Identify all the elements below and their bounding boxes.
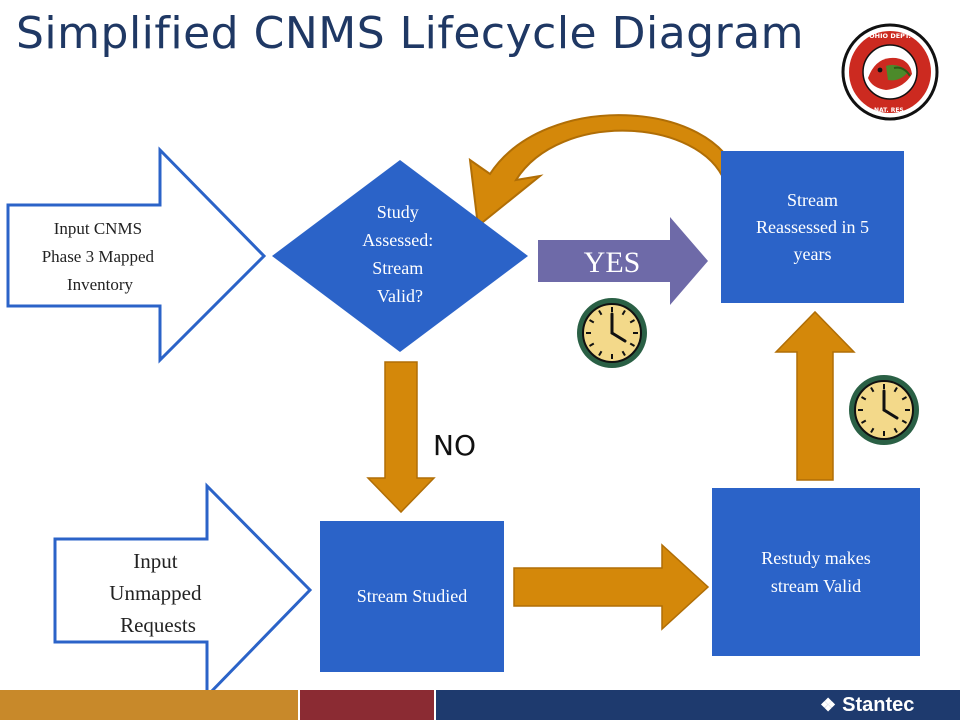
no-arrow	[366, 361, 436, 514]
footer-band-navy	[436, 690, 960, 720]
no-label: NO	[433, 429, 476, 462]
reassessed-box: Stream Reassessed in 5 years	[721, 151, 904, 303]
restudy-line: Restudy makes	[761, 548, 871, 568]
input-unmapped-arrow: Input Unmapped Requests	[53, 482, 313, 700]
yes-arrow: YES	[538, 217, 708, 305]
reassessed-line: years	[793, 243, 832, 264]
page-title: Simplified CNMS Lifecycle Diagram	[16, 8, 805, 59]
decision-label: Study Assessed: Stream Valid?	[362, 202, 438, 306]
svg-text:NAT. RES.: NAT. RES.	[874, 107, 906, 114]
reassessed-line: Reassessed in 5	[756, 216, 869, 237]
input-unmapped-label: Input Unmapped Requests	[109, 549, 206, 637]
stantec-text: Stantec	[842, 693, 915, 716]
input-cnms-label: Input CNMS Phase 3 Mapped Inventory	[42, 219, 159, 294]
reassessed-line: Stream	[786, 189, 838, 210]
restudy-box: Restudy makes stream Valid	[712, 488, 920, 656]
yes-label: YES	[584, 246, 641, 279]
clock-icon	[849, 375, 919, 445]
stantec-logo: ❖ Stantec	[820, 692, 914, 718]
up-arrow	[774, 310, 856, 481]
odnr-seal-logo: OHIO DEPT. NAT. RES.	[841, 23, 939, 121]
footer-band-red	[300, 690, 434, 720]
input-cnms-arrow: Input CNMS Phase 3 Mapped Inventory	[6, 146, 267, 364]
stream-studied-box: Stream Studied	[320, 521, 504, 672]
stantec-icon: ❖	[820, 694, 837, 715]
stream-studied-label: Stream Studied	[356, 586, 468, 606]
clock-icon	[577, 298, 647, 368]
svg-text:OHIO DEPT.: OHIO DEPT.	[869, 32, 911, 40]
return-curved-arrow	[468, 114, 740, 228]
decision-diamond: Study Assessed: Stream Valid?	[272, 160, 528, 352]
footer-band-gold	[0, 690, 298, 720]
restudy-line: stream Valid	[770, 576, 862, 596]
right-arrow	[513, 543, 710, 631]
